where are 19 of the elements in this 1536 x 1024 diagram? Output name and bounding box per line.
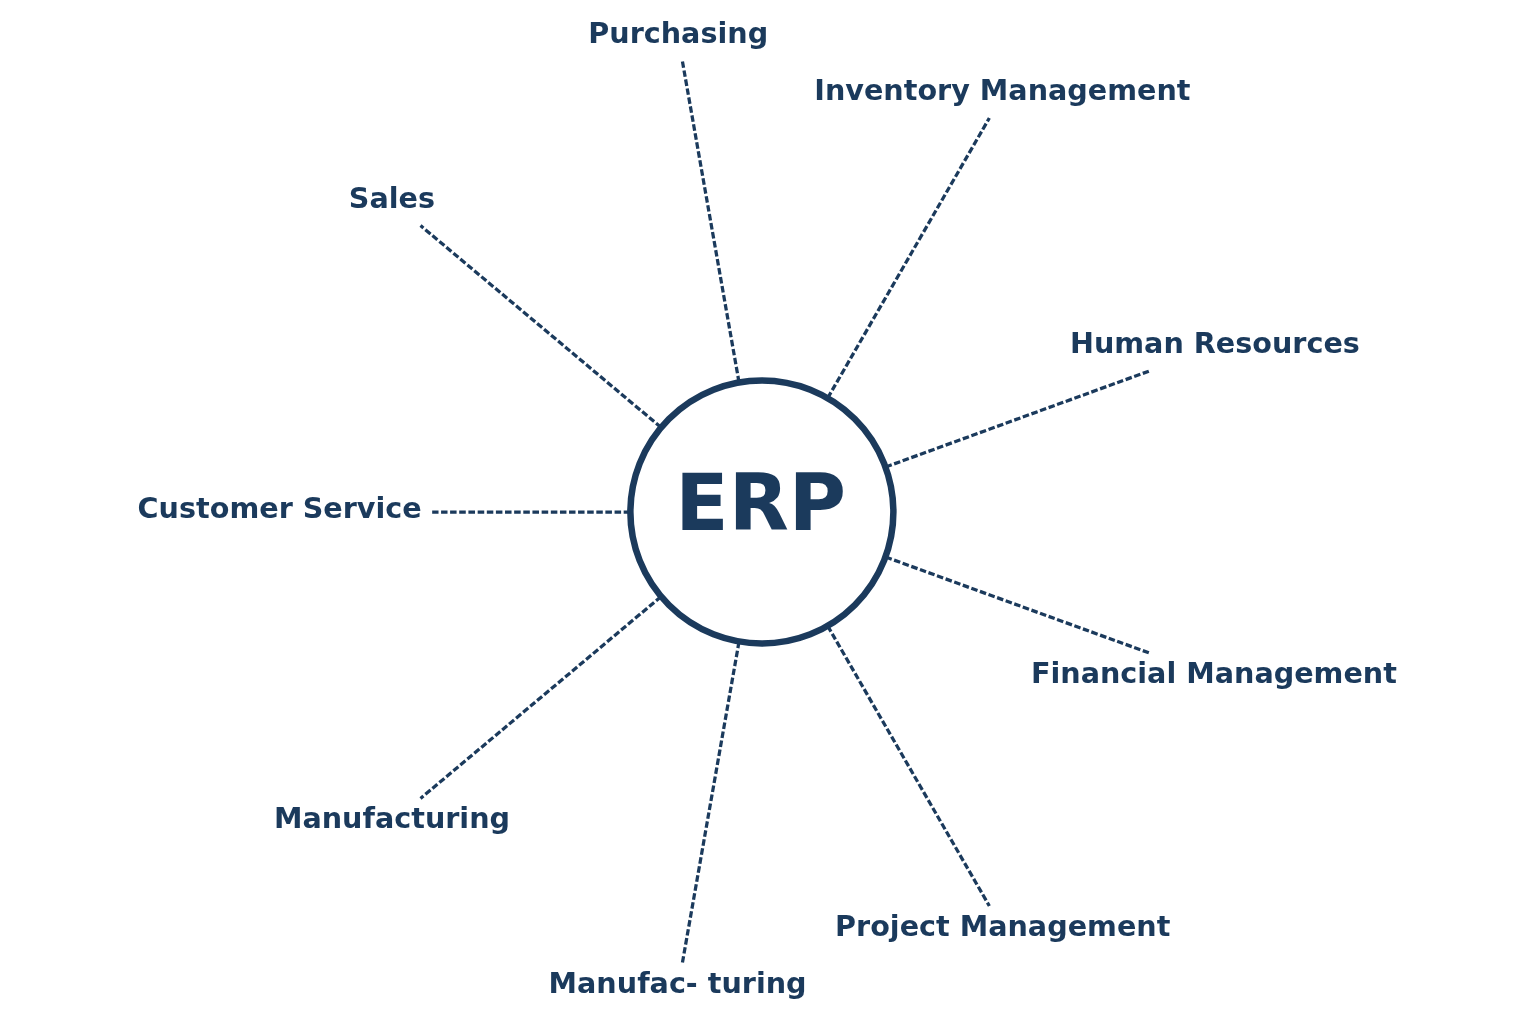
node-text: Customer Service xyxy=(137,491,422,525)
node-circle: ERP xyxy=(626,377,897,647)
connector xyxy=(884,555,1151,655)
node-text: Sales xyxy=(348,180,435,215)
node-text: Inventory Management xyxy=(813,73,1191,108)
node-text: Human Resources xyxy=(1069,326,1360,361)
node-text: Purchasing xyxy=(587,15,768,50)
connector xyxy=(680,60,741,383)
connector xyxy=(431,510,630,514)
connector xyxy=(680,641,741,964)
node-text: Manufacturing xyxy=(273,801,510,836)
connector xyxy=(825,625,991,907)
connector xyxy=(825,117,991,399)
connector xyxy=(419,224,662,429)
node-text: Manufac- turing xyxy=(548,966,807,1001)
connector xyxy=(419,595,662,800)
node-text: Project Management xyxy=(834,908,1170,943)
node-text: Financial Management xyxy=(1030,655,1397,690)
connector xyxy=(884,369,1151,469)
